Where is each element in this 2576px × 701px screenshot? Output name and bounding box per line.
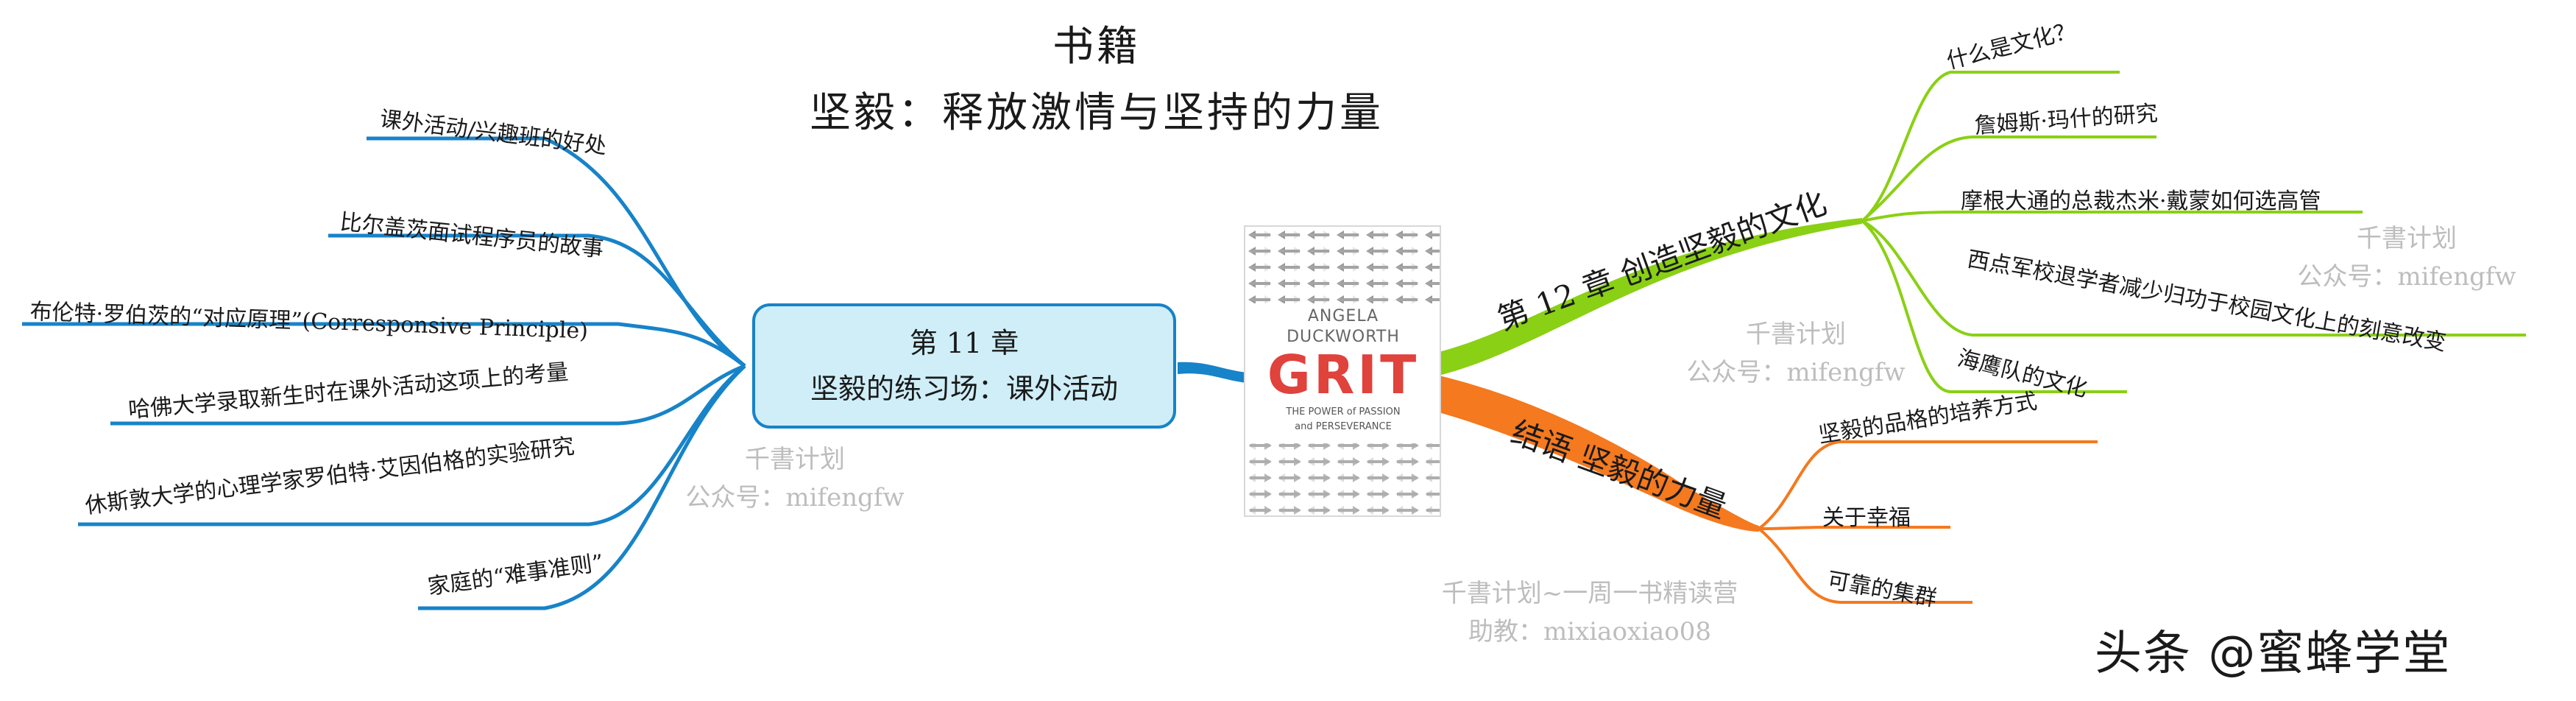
- left-leaf-link-4: [110, 364, 746, 426]
- right-leaf-link-3: [1861, 211, 2363, 222]
- book-subtitle-line-2: and PERSEVERANCE: [1295, 421, 1392, 432]
- left-leaf-link-2: [328, 233, 746, 367]
- watermark-center: 千書计划公众号：mifengfw: [1686, 320, 1906, 387]
- conclusion-leaf-link-2: [1758, 526, 1950, 530]
- chapter11-title: 坚毅的练习场：课外活动: [810, 373, 1118, 405]
- title-line-1: 书籍: [1052, 23, 1141, 71]
- watermark-left: 千書计划公众号：mifengfw: [685, 445, 905, 512]
- left-leaf-link-3: [22, 322, 746, 367]
- conclusion-branch: [1439, 376, 1759, 532]
- brand-watermark: 头条 @蜜蜂学堂: [2095, 627, 2452, 681]
- conclusion-leaf-2[interactable]: 关于幸福: [1822, 505, 1911, 531]
- chapter11-connector: [1178, 362, 1247, 383]
- book-title: GRIT: [1248, 348, 1438, 401]
- right-leaf-link-1: [1861, 71, 2120, 222]
- chapter11-number: 第 11 章: [909, 327, 1019, 359]
- arrow-pattern-icon: [1245, 227, 1440, 515]
- book-subtitle-line-1: THE POWER of PASSION: [1286, 406, 1401, 418]
- right-leaf-link-2: [1861, 135, 2156, 222]
- book-subtitle: THE POWER of PASSION and PERSEVERANCE: [1248, 401, 1438, 443]
- conclusion-leaf-link-1: [1758, 440, 2098, 530]
- right-leaf-link-5: [1861, 219, 2127, 393]
- chapter11-node[interactable]: 第 11 章 坚毅的练习场：课外活动: [752, 303, 1176, 429]
- left-leaf-link-1: [367, 136, 746, 368]
- title-line-2: 坚毅：释放激情与坚持的力量: [810, 89, 1384, 137]
- watermark-right: 千書计划公众号：mifengfw: [2297, 224, 2516, 292]
- right-leaf-link-4: [1861, 219, 2526, 337]
- conclusion-leaf-link-3: [1758, 527, 1972, 604]
- chapter12-leaf-3[interactable]: 摩根大通的总裁杰米·戴蒙如何选高管: [1961, 189, 2321, 214]
- left-leaf-link-6: [418, 364, 746, 610]
- chapter12-branch: [1439, 218, 1862, 376]
- grit-book-cover[interactable]: ANGELA DUCKWORTH GRIT THE POWER of PASSI…: [1244, 225, 1441, 517]
- book-author: ANGELA DUCKWORTH: [1248, 303, 1438, 349]
- watermark-bottom: 千書计划~一周一书精读营助教：mixiaoxiao08: [1441, 579, 1738, 647]
